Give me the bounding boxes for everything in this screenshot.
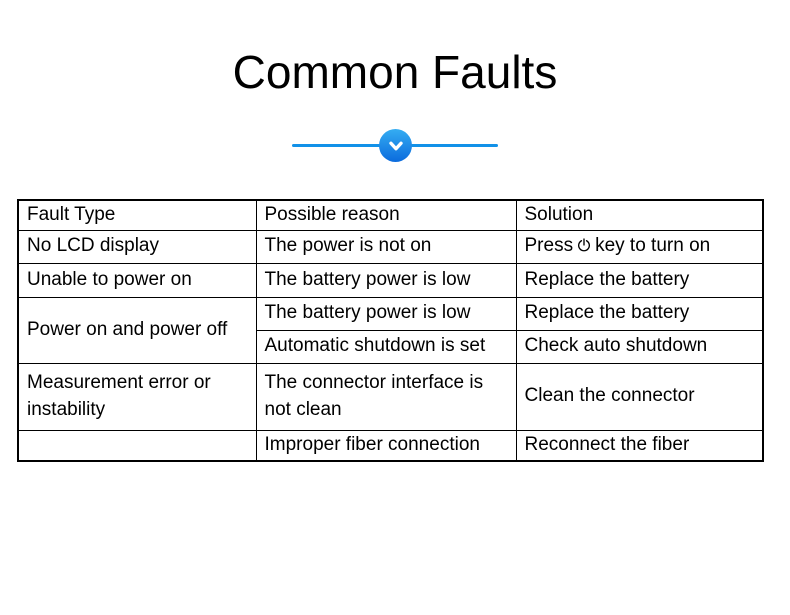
page-title: Common Faults <box>232 46 558 98</box>
table-row: Improper fiber connection Reconnect the … <box>17 429 764 462</box>
solution-cell: Reconnect the fiber <box>515 429 764 462</box>
table-row: No LCD display The power is not on Press… <box>17 229 764 264</box>
fault-cell: Unable to power on <box>17 262 257 298</box>
solution-cell: Replace the battery <box>515 262 764 298</box>
reason-cell: The battery power is low <box>255 262 517 298</box>
table-row: Unable to power on The battery power is … <box>17 262 764 298</box>
reason-cell: Automatic shutdown is set <box>255 329 517 364</box>
fault-cell-merged: Power on and power off <box>17 296 257 364</box>
solution-cell: Clean the connector <box>515 362 764 431</box>
solution-cell: Press key to turn on <box>515 229 764 264</box>
fault-cell: No LCD display <box>17 229 257 264</box>
reason-cell: The connector interface is not clean <box>255 362 517 431</box>
fault-cell-empty <box>17 429 257 462</box>
solution-text-suffix: key to turn on <box>595 235 711 257</box>
header-cell-fault-type: Fault Type <box>17 199 257 231</box>
table-header-row: Fault Type Possible reason Solution <box>17 199 764 231</box>
chevron-down-icon <box>388 141 403 150</box>
table-row: Measurement error or instability The con… <box>17 362 764 431</box>
solution-cell: Replace the battery <box>515 296 764 331</box>
power-icon <box>578 238 591 252</box>
header-cell-possible-reason: Possible reason <box>255 199 517 231</box>
reason-cell: The power is not on <box>255 229 517 264</box>
reason-cell: Improper fiber connection <box>255 429 517 462</box>
table-row: Power on and power off The battery power… <box>17 296 764 364</box>
table-row: Automatic shutdown is set Check auto shu… <box>18 329 764 364</box>
solution-text-prefix: Press <box>524 235 574 257</box>
reason-cell: The battery power is low <box>255 296 517 331</box>
header-cell-solution: Solution <box>515 199 764 231</box>
fault-cell: Measurement error or instability <box>17 362 257 431</box>
solution-cell: Check auto shutdown <box>515 329 764 364</box>
chevron-circle <box>379 129 412 162</box>
common-faults-table: Fault Type Possible reason Solution No L… <box>17 199 764 462</box>
